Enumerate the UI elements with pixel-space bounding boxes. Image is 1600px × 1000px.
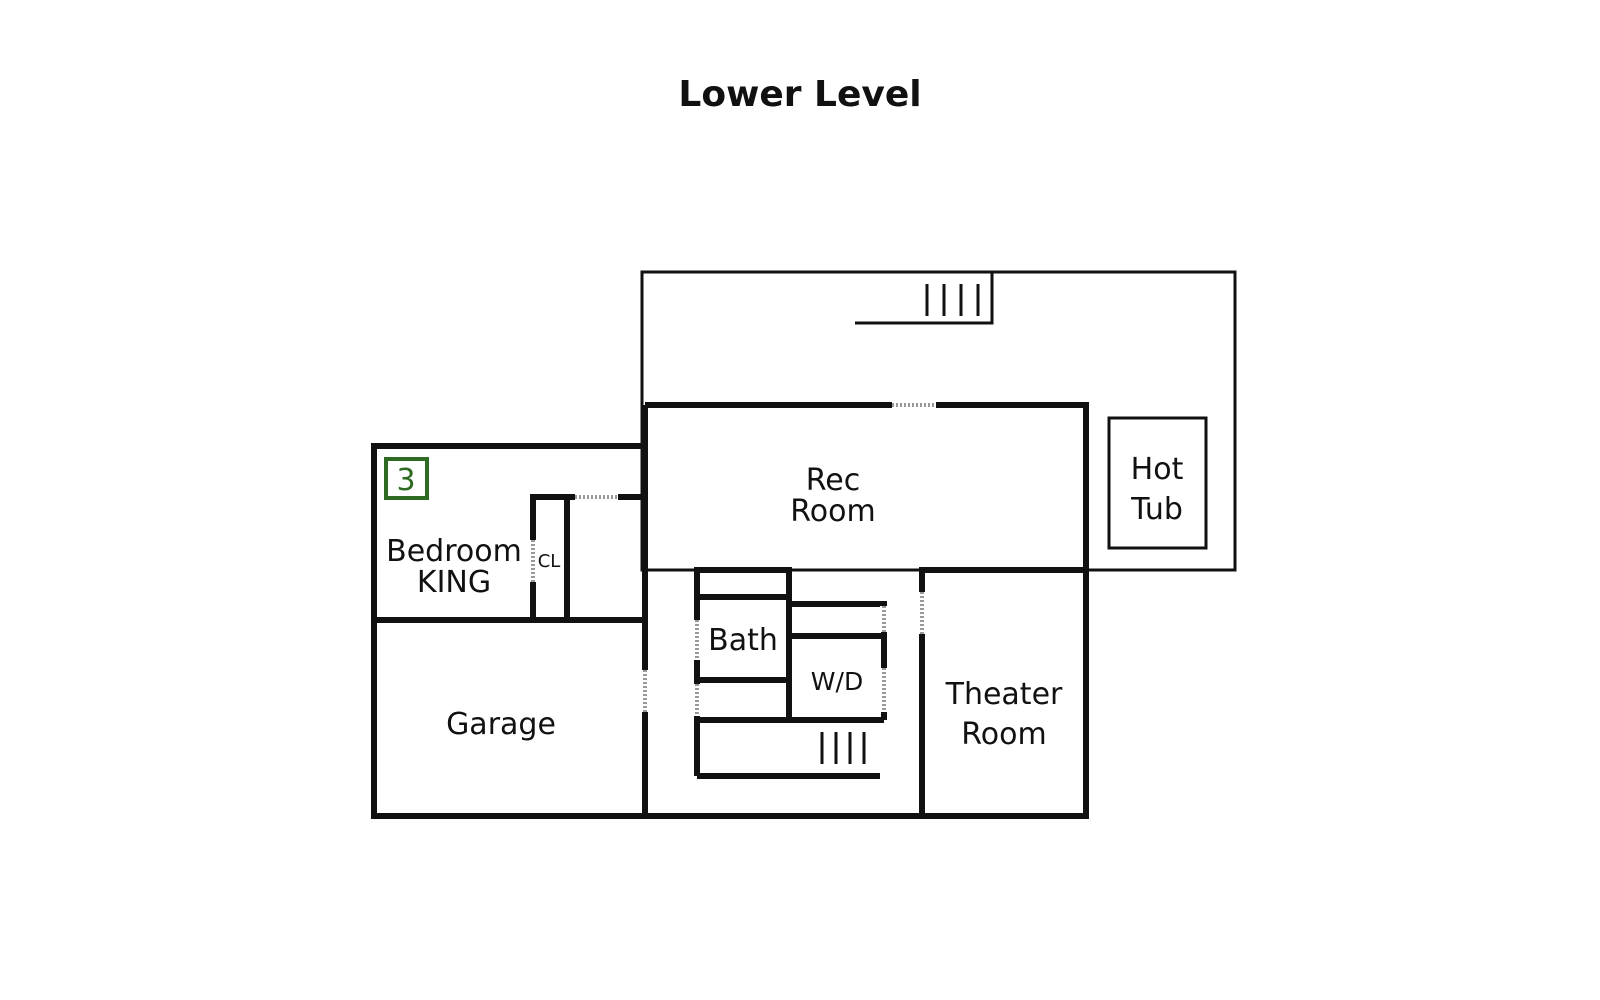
doorways xyxy=(529,401,936,716)
closet-label: CL xyxy=(538,551,561,572)
hot-tub-label-line1: Hot xyxy=(1131,452,1184,487)
interior-stairs xyxy=(820,732,866,764)
theater-room-label-line1: Theater xyxy=(945,677,1063,712)
theater-room-label-line2: Room xyxy=(961,717,1046,752)
bedroom-number-badge xyxy=(384,457,429,500)
bedroom-bed-size-label: KING xyxy=(417,565,491,600)
bedroom-label: Bedroom xyxy=(386,534,522,569)
garage-label: Garage xyxy=(446,707,556,742)
bedroom-number: 3 xyxy=(396,463,415,498)
hot-tub-outline xyxy=(1107,416,1208,550)
rec-room-label-line1: Rec xyxy=(806,463,860,498)
deck-stairs xyxy=(855,272,994,325)
rec-room-label-line2: Room xyxy=(790,494,875,529)
bath-label: Bath xyxy=(708,623,778,658)
washer-dryer-label: W/D xyxy=(811,667,863,696)
plan-title: Lower Level xyxy=(678,74,922,115)
hot-tub-label-line2: Tub xyxy=(1130,492,1183,527)
exterior-walls xyxy=(371,402,1089,819)
